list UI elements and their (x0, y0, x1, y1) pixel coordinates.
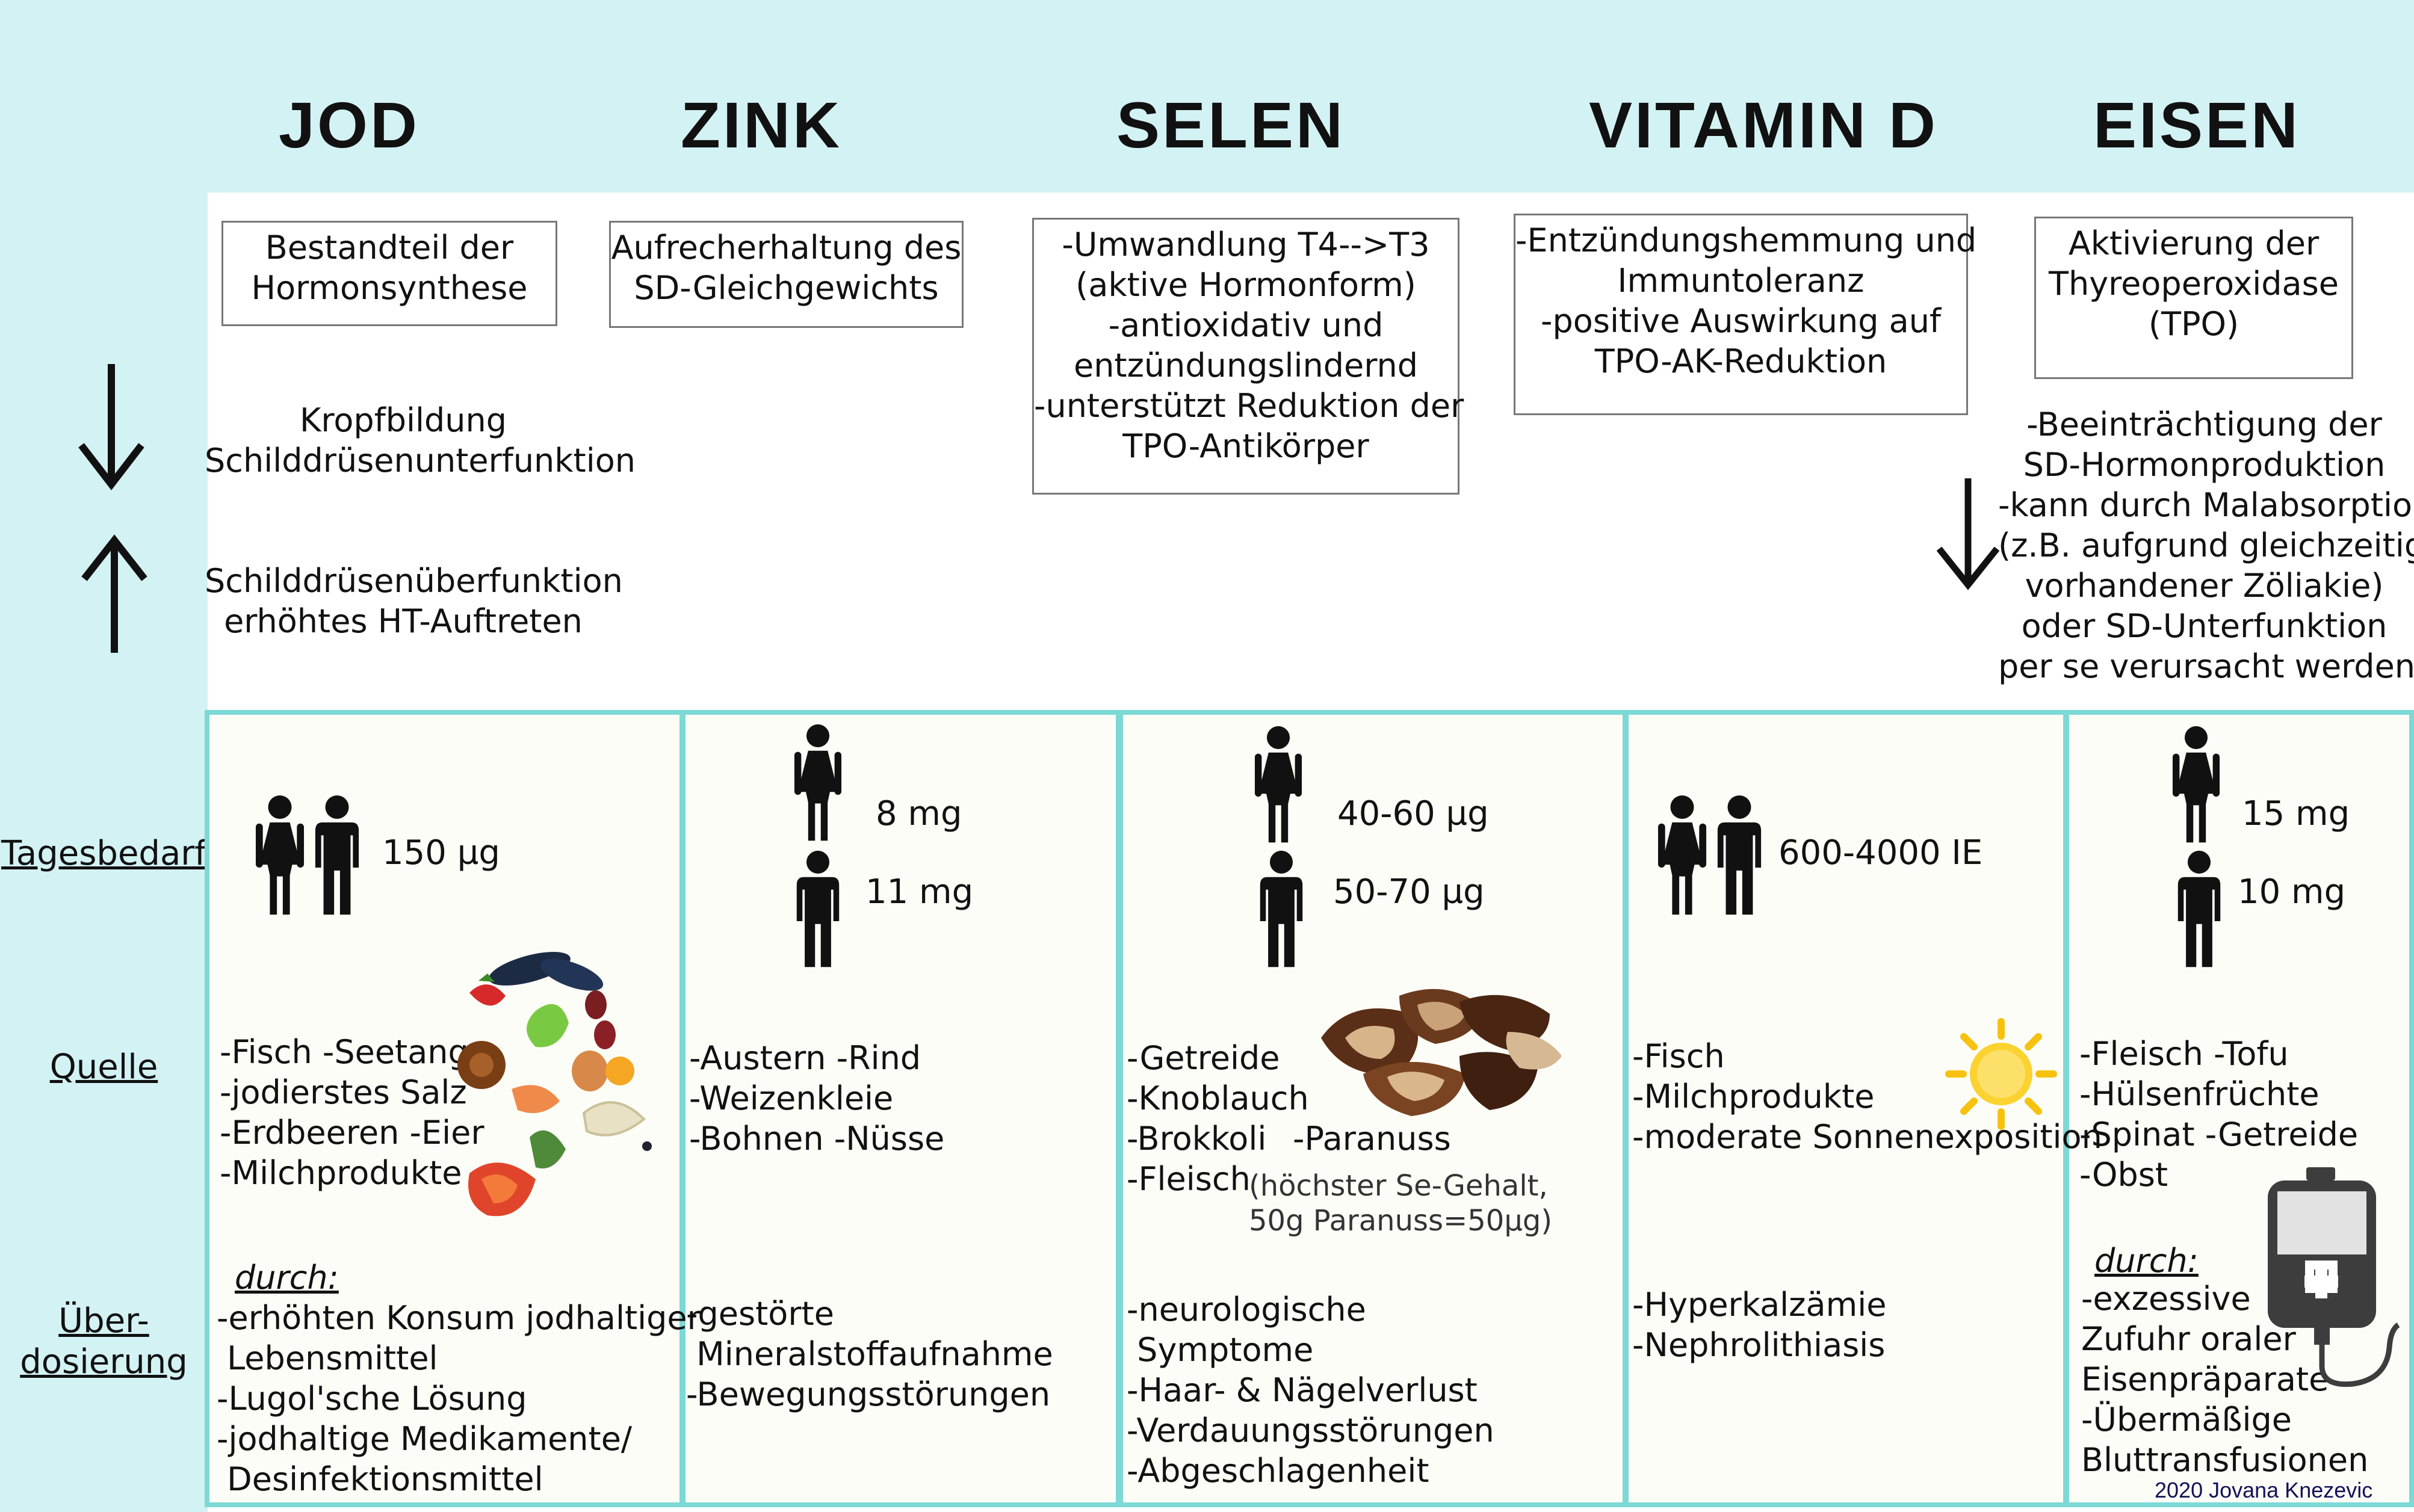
female-icon (794, 724, 842, 841)
header-band (208, 0, 2414, 193)
jod-deficiency-text: Kropfbildung Schilddrüsenunterfunktion (205, 401, 636, 480)
function-box-vitamin-d: -Entzündungshemmung und Immuntoleranz -p… (1514, 214, 1976, 415)
left-sidebar (0, 0, 208, 1512)
jod-overdose-prefix: durch: (235, 1259, 339, 1297)
panel-vitamin-d (1624, 710, 2068, 1507)
infusion-bag-icon (2268, 1167, 2400, 1387)
arrow-down-icon (1936, 478, 2000, 590)
jod-sources: -Fisch -Seetang -jodierstes Salz -Erdbee… (220, 1033, 484, 1192)
selen-source-note: (höchster Se-Gehalt, 50g Paranuss=50µg) (1249, 1169, 1553, 1238)
row-label-overdose: Über- dosierung (20, 1301, 188, 1381)
male-icon (2177, 850, 2221, 967)
row-label-source: Quelle (49, 1048, 158, 1087)
heading-vitamin-d: VITAMIN D (1589, 88, 1938, 161)
vitamin-d-daily-value: 600-4000 IE (1778, 833, 1983, 872)
vitamin-d-overdose: -Hyperkalzämie -Nephrolithiasis (1632, 1286, 1887, 1364)
zink-sources: -Austern -Rind -Weizenkleie -Bohnen -Nüs… (689, 1039, 945, 1158)
eisen-overdose-prefix: durch: (2094, 1242, 2199, 1280)
eisen-daily-female: 15 mg (2242, 794, 2350, 833)
row-label-daily: Tagesbedarf (1, 834, 207, 873)
female-icon (2172, 726, 2220, 843)
female-icon (255, 795, 305, 915)
function-box-jod: Bestandteil der Hormonsynthese (221, 221, 557, 326)
selen-daily-female: 40-60 µg (1337, 794, 1489, 833)
zink-daily-male: 11 mg (865, 872, 974, 912)
heading-selen: SELEN (1116, 88, 1346, 161)
selen-sources: -Getreide -Knoblauch -Brokkoli -Fleisch (1127, 1039, 1309, 1198)
heading-zink: ZINK (681, 88, 842, 161)
male-icon (315, 795, 359, 915)
zink-overdose: -gestörte Mineralstoffaufnahme -Bewegung… (686, 1295, 1053, 1413)
brazil-nut-illustration (1321, 989, 1562, 1116)
eisen-deficiency-text: -Beeinträchtigung der SD-Hormonproduktio… (1998, 406, 2414, 685)
arrow-up-icon (81, 534, 147, 653)
male-icon (1717, 795, 1762, 915)
jod-daily-value: 150 µg (382, 833, 500, 872)
selen-source-paranuss: -Paranuss (1293, 1120, 1451, 1158)
selen-daily-male: 50-70 µg (1333, 872, 1485, 912)
female-icon (1254, 726, 1302, 843)
jod-overdose: -erhöhten Konsum jodhaltiger Lebensmitte… (217, 1299, 701, 1498)
male-icon (796, 850, 840, 967)
male-icon (1260, 850, 1303, 967)
selen-overdose: -neurologische Symptome -Haar- & Nägelve… (1127, 1291, 1494, 1490)
eisen-sources: -Fleisch -Tofu -Hülsenfrüchte -Spinat -G… (2079, 1035, 2359, 1194)
heading-eisen: EISEN (2093, 88, 2301, 161)
function-box-eisen: Aktivierung der Thyreoperoxidase (TPO) (2034, 217, 2353, 379)
function-box-selen: -Umwandlung T4-->T3 (aktive Hormonform) … (1032, 218, 1464, 495)
panel-eisen (2064, 710, 2414, 1507)
eisen-daily-male: 10 mg (2238, 872, 2346, 912)
seafood-illustration (457, 952, 652, 1217)
function-box-zink: Aufrecherhaltung des SD-Gleichgewichts (609, 221, 964, 328)
vitamin-d-sources: -Fisch -Milchprodukte -moderate Sonnenex… (1632, 1037, 2102, 1156)
credit-text: 2020 Jovana Knezevic (2155, 1478, 2373, 1502)
sun-icon (1945, 1018, 2057, 1130)
zink-daily-female: 8 mg (876, 794, 962, 833)
eisen-overdose: -exzessive Zufuhr oraler Eisenpräparate … (2081, 1280, 2369, 1479)
heading-jod: JOD (278, 88, 420, 161)
jod-excess-text: Schilddrüsenüberfunktion erhöhtes HT-Auf… (205, 562, 623, 640)
arrow-down-icon (78, 364, 144, 490)
female-icon (1657, 795, 1707, 915)
